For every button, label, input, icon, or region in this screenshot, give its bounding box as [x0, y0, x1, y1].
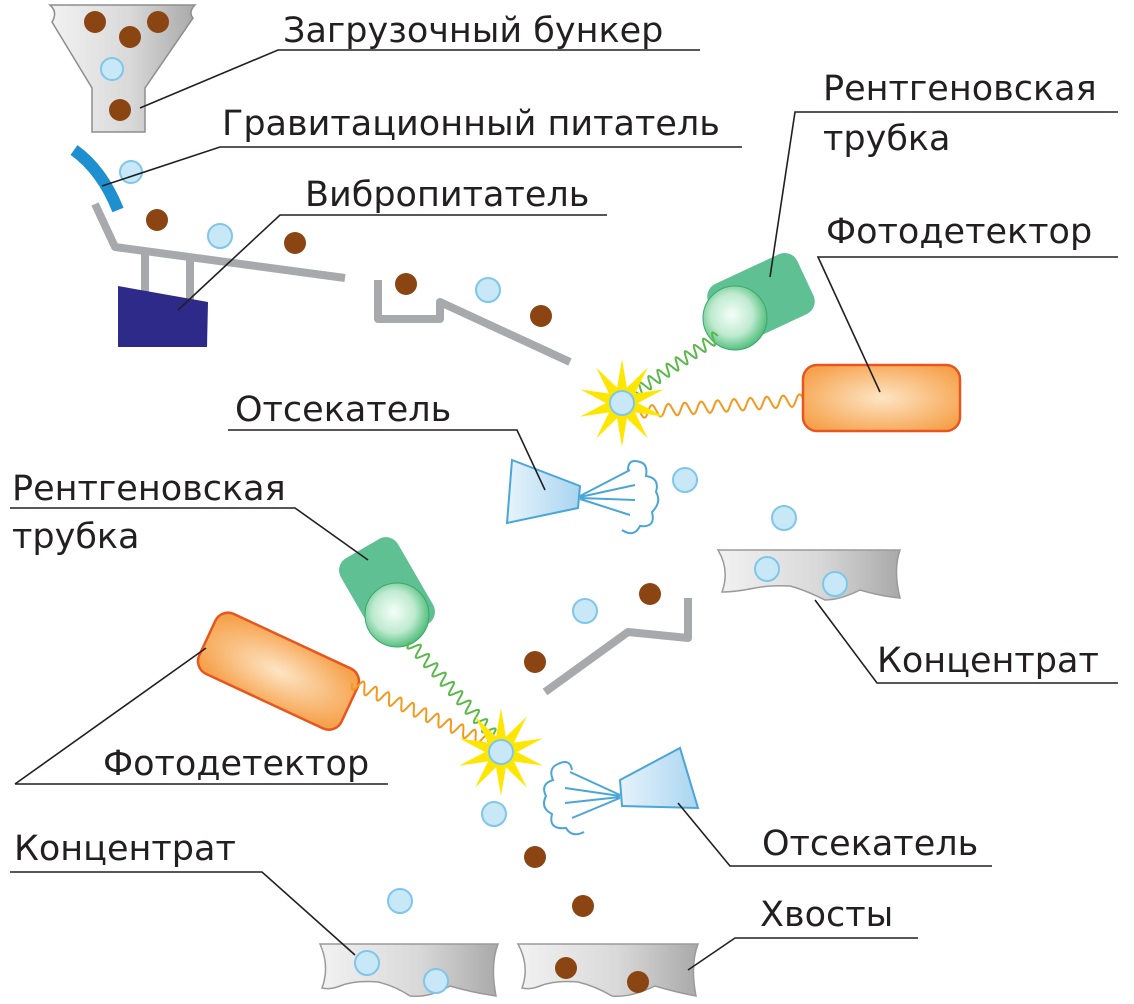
- waste-particle: [100, 57, 124, 81]
- label-xray-tube-top-2: трубка: [823, 119, 951, 159]
- xray-tube-top: [702, 252, 815, 351]
- label-gravity-feeder: Гравитационный питатель: [222, 104, 720, 144]
- waste-particle: [488, 739, 514, 765]
- waste-particle: [387, 888, 413, 914]
- label-tailings: Хвосты: [760, 895, 893, 935]
- ore-particle: [395, 273, 417, 295]
- label-xray-tube-top-1: Рентгеновская: [823, 69, 1097, 109]
- leader-vibro-feeder: [177, 214, 607, 311]
- waste-particle: [572, 598, 598, 624]
- waste-particle: [207, 223, 233, 249]
- waste-particle: [609, 390, 635, 416]
- vibro-feeder: [91, 202, 346, 347]
- leader-concentrate-left: [10, 871, 356, 956]
- leader-hopper: [139, 49, 700, 109]
- leader-gravity-feeder: [101, 146, 742, 187]
- ore-particle: [84, 11, 106, 33]
- xray-wave-top: [635, 331, 719, 397]
- label-xray-tube-bottom-2: трубка: [12, 517, 140, 557]
- chute-bottom: [542, 598, 692, 696]
- leader-photodetector-bottom-a: [14, 647, 207, 785]
- ore-particle: [147, 11, 169, 33]
- leader-ejector-bottom: [677, 802, 992, 867]
- ore-particle: [572, 895, 594, 917]
- ore-particle: [109, 99, 131, 121]
- waste-particle: [771, 505, 797, 531]
- leader-tailings: [687, 937, 918, 971]
- ore-particle: [146, 209, 168, 231]
- fluorescence-wave-top: [639, 393, 805, 419]
- label-ejector-bottom: Отсекатель: [762, 824, 978, 864]
- xray-wave-bottom: [406, 641, 497, 736]
- waste-particle: [672, 467, 698, 493]
- leader-xray-bottom: [10, 507, 369, 561]
- leader-ejector-top: [228, 429, 546, 491]
- ejector-top: [505, 458, 660, 535]
- gravity-feeder: [70, 145, 124, 213]
- ore-particle: [524, 651, 546, 673]
- ore-particle: [284, 232, 306, 254]
- leader-photodetector-top: [816, 256, 1118, 393]
- ore-particle: [119, 26, 141, 48]
- tailings-bin: [516, 943, 700, 998]
- label-photodetector-top: Фотодетектор: [826, 212, 1092, 252]
- leader-xray-top: [769, 111, 1118, 278]
- waste-particle: [481, 801, 507, 827]
- ejector-bottom: [543, 746, 700, 836]
- label-concentrate-left: Концентрат: [14, 829, 236, 869]
- ore-particle: [530, 305, 552, 327]
- label-ejector-top: Отсекатель: [235, 390, 451, 430]
- photodetector-top: [801, 363, 962, 433]
- waste-particle: [475, 277, 501, 303]
- leader-concentrate-right: [814, 599, 1118, 684]
- label-photodetector-bottom: Фотодетектор: [103, 744, 369, 784]
- fluorescence-wave-bottom: [350, 680, 490, 745]
- concentrate-bin-left: [318, 943, 500, 998]
- photodetector-bottom: [196, 611, 361, 731]
- label-vibro-feeder: Вибропитатель: [305, 175, 589, 215]
- loading-hopper: [48, 4, 197, 133]
- ore-particle: [524, 846, 546, 868]
- concentrate-bin-right: [716, 549, 902, 601]
- label-concentrate-right: Концентрат: [877, 641, 1099, 681]
- label-xray-tube-bottom-1: Рентгеновская: [12, 469, 286, 509]
- ore-particle: [639, 583, 661, 605]
- label-hopper: Загрузочный бункер: [283, 11, 663, 51]
- chute-top: [374, 280, 572, 366]
- xray-tube-bottom: [339, 537, 435, 648]
